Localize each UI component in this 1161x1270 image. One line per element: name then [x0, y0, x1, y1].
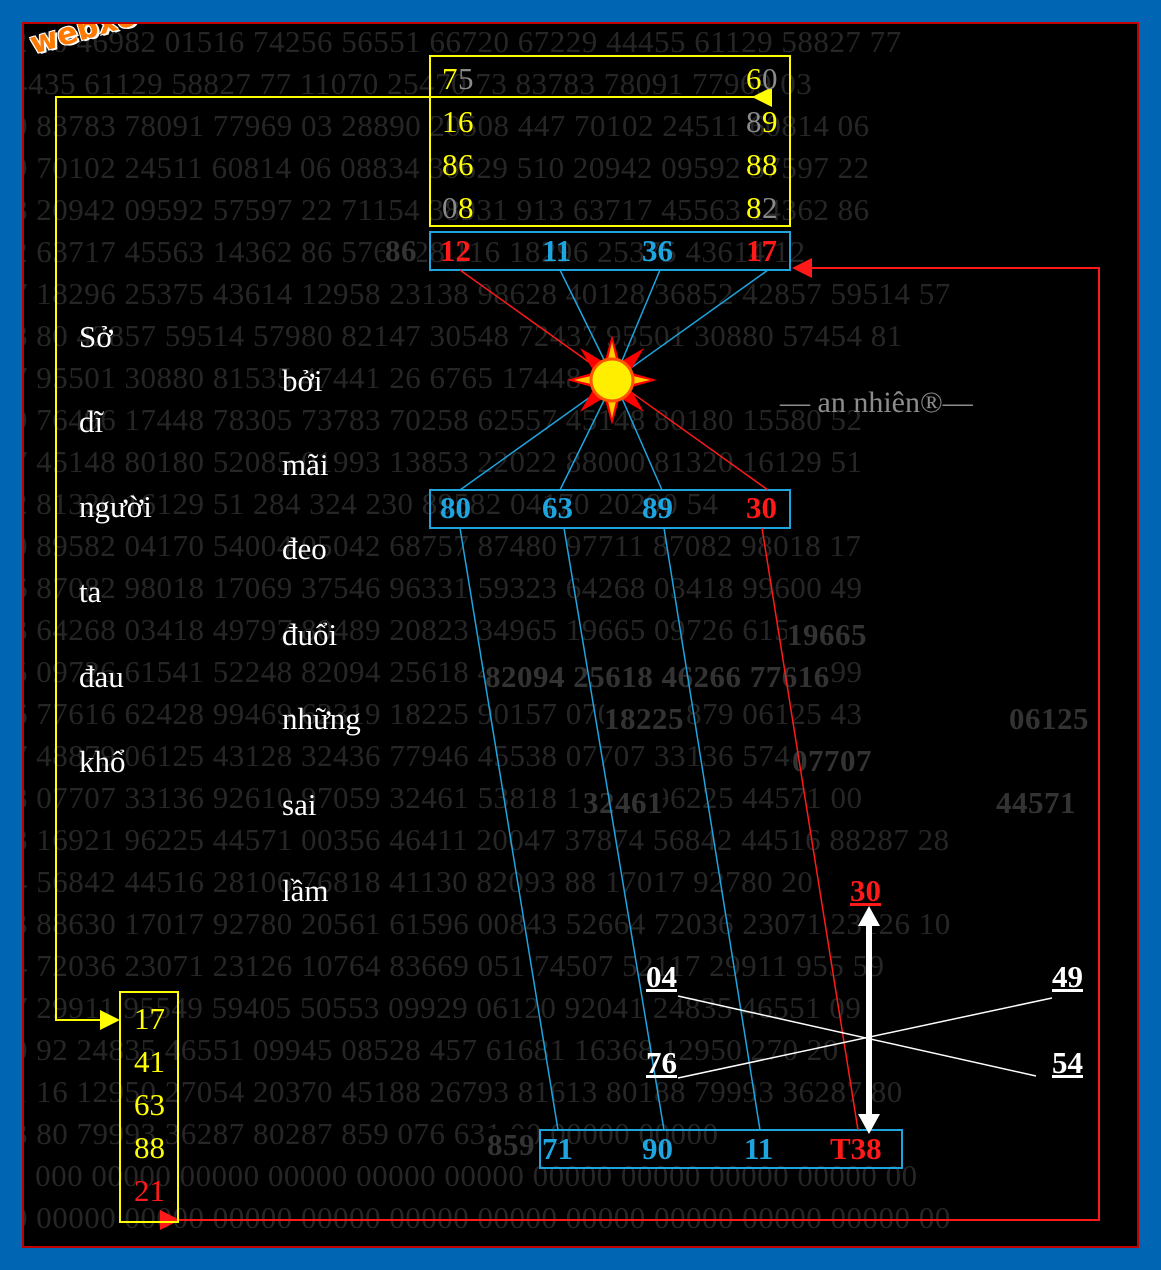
- left-box-number: 41: [134, 1044, 165, 1079]
- left-box-number: 63: [134, 1087, 165, 1122]
- cross-number: 49: [1052, 959, 1083, 994]
- top-box-digit: 2: [762, 190, 778, 225]
- cross-number: 04: [646, 959, 677, 994]
- row-a-number: 17: [746, 233, 777, 268]
- puzzle-frame: 62 80 46982 01516 74256 56551 66720 6722…: [22, 22, 1139, 1248]
- background-digit-row: 62 80 46982 01516 74256 56551 66720 6722…: [24, 24, 902, 59]
- background-bold-number: 06125: [1009, 701, 1089, 736]
- poem-word: người: [79, 489, 152, 524]
- left-box: [119, 991, 179, 1223]
- row-a-number: 12: [440, 233, 471, 268]
- row-b-number: 80: [440, 490, 471, 525]
- top-box-digit: 0: [442, 190, 458, 225]
- top-box-digit: 8: [746, 147, 762, 182]
- top-box-digit: 9: [762, 104, 778, 139]
- cross-number: 76: [646, 1045, 677, 1080]
- top-box-digit: 6: [458, 147, 474, 182]
- cross-number: 54: [1052, 1045, 1083, 1080]
- left-box-number: 17: [134, 1001, 165, 1036]
- top-box-digit: 8: [746, 190, 762, 225]
- highlight-number: 30: [850, 873, 881, 908]
- top-box-digit: 7: [442, 61, 458, 96]
- poem-word: sai: [282, 787, 317, 822]
- top-box-digit: 6: [746, 61, 762, 96]
- top-box-digit: 8: [458, 190, 474, 225]
- row-c-box: [539, 1129, 903, 1169]
- poem-word: đeo: [282, 531, 327, 566]
- row-b-number: 30: [746, 490, 777, 525]
- top-box: [429, 55, 791, 227]
- top-box-digit: 1: [442, 104, 458, 139]
- poem-word: ta: [79, 574, 102, 609]
- row-c-number: 90: [642, 1131, 673, 1166]
- top-box-digit: 0: [762, 61, 778, 96]
- poem-word: đau: [79, 659, 124, 694]
- red-connector: [160, 258, 1100, 1230]
- yellow-connector: [55, 87, 772, 1030]
- poem-word: đuổi: [282, 617, 338, 652]
- poem-word: mãi: [282, 447, 329, 482]
- connector-lines: [55, 55, 1100, 1230]
- row-b-number: 63: [542, 490, 573, 525]
- top-box-digit: 6: [458, 104, 474, 139]
- top-box-digit: 8: [762, 147, 778, 182]
- row-a-number: 36: [642, 233, 673, 268]
- background-bold-number: 44571: [996, 785, 1076, 820]
- sun-icon: [567, 335, 657, 425]
- poem-word: lầm: [282, 873, 329, 908]
- poem-word: Sở: [79, 319, 113, 354]
- poem-word: khổ: [79, 744, 126, 779]
- poem-word: bởi: [282, 363, 323, 398]
- row-a-number: 11: [542, 233, 572, 268]
- row-c-number: 71: [542, 1131, 573, 1166]
- poem-word: dĩ: [79, 404, 104, 439]
- top-box-digit: 8: [442, 147, 458, 182]
- row-b-box: [429, 489, 791, 529]
- row-b-number: 89: [642, 490, 673, 525]
- signature-text: — an nhiên®—: [780, 386, 973, 419]
- left-box-number: 88: [134, 1130, 165, 1165]
- top-box-digit: 5: [458, 61, 474, 96]
- top-box-digit: 8: [746, 104, 762, 139]
- row-a-box: [429, 231, 791, 271]
- row-c-number: T38: [830, 1131, 882, 1166]
- row-c-number: 11: [744, 1131, 774, 1166]
- left-box-number: 21: [134, 1173, 165, 1208]
- poem-word: những: [282, 701, 361, 736]
